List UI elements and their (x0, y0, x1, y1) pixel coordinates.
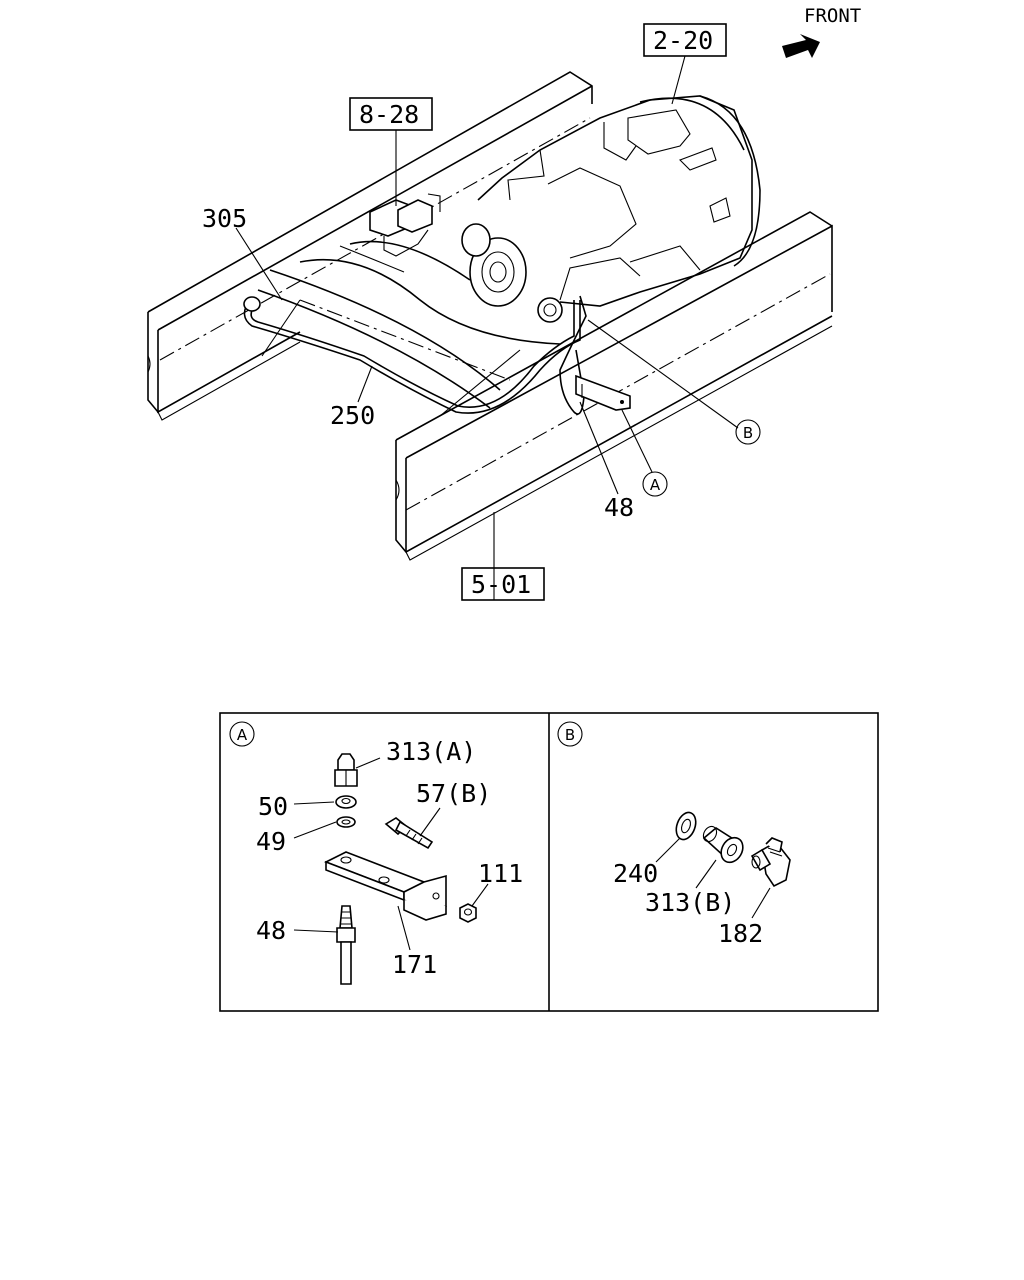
front-label: FRONT (804, 5, 861, 27)
transmission (461, 95, 761, 323)
part-182-tee[interactable] (750, 837, 791, 888)
leader-lines-upper (235, 55, 739, 600)
label-48[interactable]: 48 (256, 916, 286, 945)
label-111[interactable]: 111 (478, 859, 523, 888)
switch-connector (339, 193, 441, 273)
part-49-washer[interactable] (336, 816, 356, 828)
callout-250[interactable]: 250 (330, 401, 375, 430)
pipe-48-and-bracket (559, 295, 631, 415)
ref-2-20-label: 2-20 (653, 26, 713, 55)
detail-a-panel: A (229, 721, 523, 985)
cross-member (257, 240, 561, 417)
label-49[interactable]: 49 (256, 827, 286, 856)
label-182[interactable]: 182 (718, 919, 763, 948)
frame-rail-upper (147, 71, 593, 421)
callout-48[interactable]: 48 (604, 493, 634, 522)
label-240[interactable]: 240 (613, 859, 658, 888)
detail-b-leaders (655, 837, 771, 919)
part-48-fitting[interactable] (336, 905, 356, 985)
label-313a[interactable]: 313(A) (386, 737, 476, 766)
callout-detail-a[interactable]: A (642, 471, 668, 497)
ref-8-28-label: 8-28 (359, 100, 419, 129)
chassis-illustration (147, 71, 833, 561)
part-111-nut[interactable] (459, 903, 477, 923)
detail-a-leaders (293, 757, 489, 951)
part-240-washer[interactable] (673, 810, 699, 842)
callout-detail-b[interactable]: B (735, 419, 761, 445)
svg-text:B: B (565, 726, 575, 744)
part-57b-bolt[interactable] (384, 817, 434, 850)
part-50-nut[interactable] (335, 795, 357, 809)
detail-a-marker: A (229, 721, 255, 747)
svg-text:A: A (237, 726, 248, 744)
detail-panels (219, 712, 879, 1012)
part-313b-adapter[interactable] (701, 824, 747, 866)
front-indicator: FRONT (782, 5, 861, 58)
part-313a-fitting[interactable] (334, 753, 358, 787)
callout-305[interactable]: 305 (202, 204, 247, 233)
ref-box-2-20[interactable]: 2-20 (643, 23, 727, 57)
pipe-250 (243, 296, 581, 414)
ref-5-01-label: 5-01 (471, 570, 531, 599)
front-arrow-icon (782, 34, 820, 58)
label-171[interactable]: 171 (392, 950, 437, 979)
label-50[interactable]: 50 (258, 792, 288, 821)
label-57b[interactable]: 57(B) (416, 779, 491, 808)
detail-b-marker: B (557, 721, 583, 747)
callout-detail-a-label: A (650, 476, 661, 494)
part-171-bracket[interactable] (324, 851, 447, 921)
label-313b[interactable]: 313(B) (645, 888, 735, 917)
callout-detail-b-label: B (743, 424, 753, 442)
ref-box-8-28[interactable]: 8-28 (349, 97, 433, 131)
ref-box-5-01[interactable]: 5-01 (461, 567, 545, 601)
detail-b-panel: B 240 313(B) 182 (557, 721, 791, 948)
